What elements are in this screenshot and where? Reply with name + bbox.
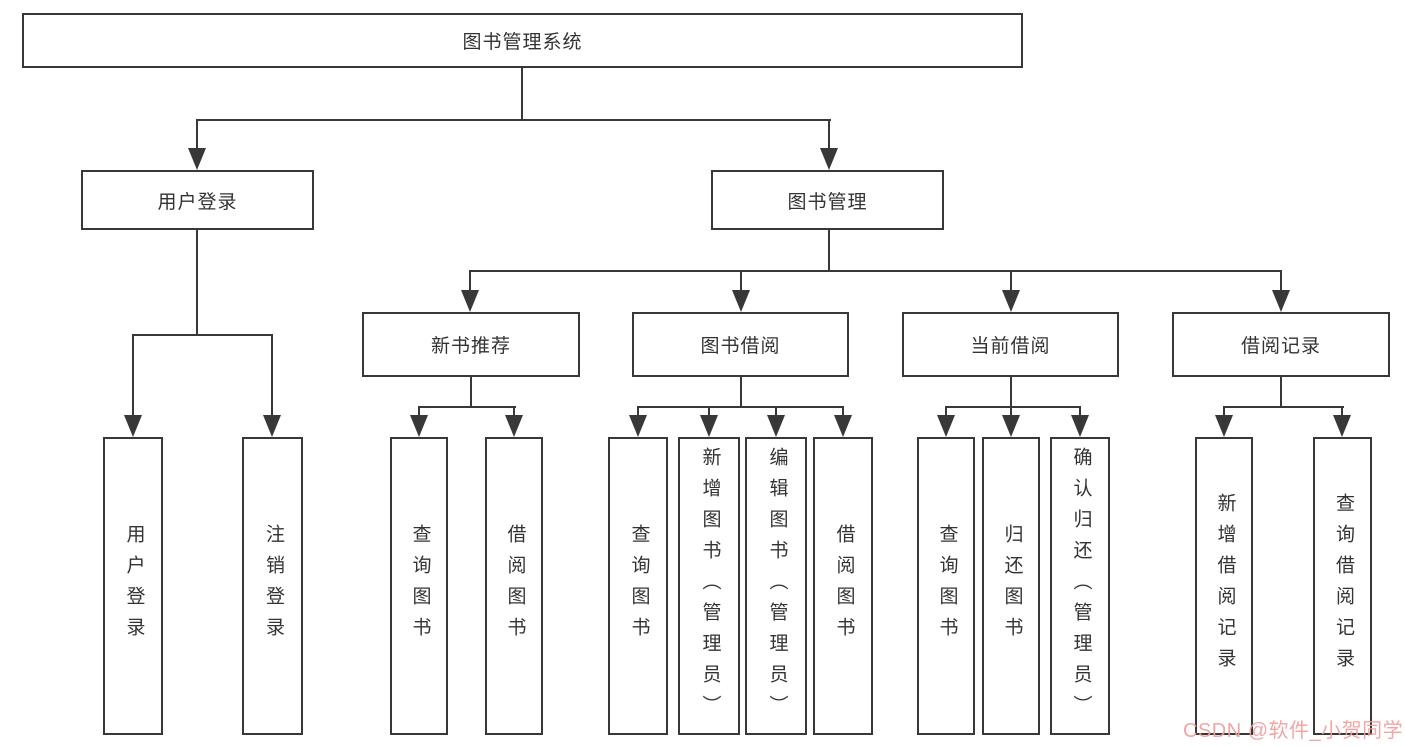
leaf-cur-query-books-label: 查询图书 — [936, 524, 958, 648]
connector-segment — [469, 270, 1282, 272]
arrowhead — [1071, 415, 1089, 437]
node-current-borrow-label: 当前借阅 — [970, 336, 1051, 357]
node-book-mgmt-label: 图书管理 — [787, 191, 868, 213]
leaf-cur-return-books-label: 归还图书 — [1001, 524, 1023, 648]
leaf-rec-query-books: 查询图书 — [390, 437, 448, 735]
leaf-cur-confirm-return-admin: 确认归还（管理员） — [1050, 437, 1110, 735]
arrowhead — [937, 415, 955, 437]
connector-segment — [132, 334, 134, 418]
leaf-bor-edit-books-admin-label: 编辑图书（管理员） — [766, 446, 788, 726]
connector-segment — [1280, 270, 1282, 292]
connector-segment — [828, 119, 830, 150]
connector-segment — [740, 270, 742, 292]
connector-segment — [418, 406, 420, 417]
connector-segment — [740, 377, 742, 408]
connector-segment — [513, 406, 515, 417]
leaf-rec-borrow-books: 借阅图书 — [485, 437, 543, 735]
node-new-book-rec: 新书推荐 — [362, 312, 580, 377]
arrowhead — [1272, 290, 1290, 312]
connector-segment — [196, 119, 198, 150]
arrowhead — [124, 415, 142, 437]
connector-segment — [1010, 406, 1012, 417]
leaf-bor-query-books-label: 查询图书 — [628, 524, 650, 648]
connector-segment — [1010, 270, 1012, 292]
leaf-record-query-label: 查询借阅记录 — [1332, 493, 1354, 679]
arrowhead — [732, 290, 750, 312]
leaf-bor-borrow-books: 借阅图书 — [813, 437, 873, 735]
leaf-record-add-label: 新增借阅记录 — [1214, 493, 1236, 679]
connector-segment — [775, 406, 777, 417]
connector-segment — [828, 230, 830, 272]
node-book-borrow-label: 图书借阅 — [700, 336, 781, 357]
leaf-bor-edit-books-admin: 编辑图书（管理员） — [745, 437, 807, 735]
connector-segment — [470, 377, 472, 408]
arrowhead — [461, 290, 479, 312]
connector-segment — [842, 406, 844, 417]
connector-segment — [521, 67, 523, 120]
connector-segment — [469, 270, 471, 292]
connector-segment — [708, 406, 710, 417]
connector-segment — [132, 334, 273, 336]
arrowhead — [1002, 415, 1020, 437]
node-book-mgmt: 图书管理 — [711, 170, 944, 230]
connector-segment — [271, 334, 273, 418]
connector-segment — [418, 406, 516, 408]
leaf-bor-borrow-books-label: 借阅图书 — [833, 524, 855, 648]
leaf-record-query: 查询借阅记录 — [1313, 437, 1372, 735]
leaf-cur-query-books: 查询图书 — [917, 437, 975, 735]
node-borrow-record-label: 借阅记录 — [1240, 336, 1321, 357]
leaf-bor-add-books-admin: 新增图书（管理员） — [678, 437, 740, 735]
node-book-borrow: 图书借阅 — [632, 312, 849, 377]
leaf-record-add: 新增借阅记录 — [1195, 437, 1253, 735]
arrowhead — [263, 415, 281, 437]
leaf-user-login: 用户登录 — [103, 437, 163, 735]
connector-segment — [1010, 377, 1012, 408]
leaf-logout-label: 注销登录 — [262, 524, 284, 648]
leaf-cur-confirm-return-admin-label: 确认归还（管理员） — [1070, 446, 1092, 726]
connector-segment — [1280, 377, 1282, 408]
connector-segment — [196, 230, 198, 336]
leaf-logout: 注销登录 — [242, 437, 303, 735]
arrowhead — [1215, 415, 1233, 437]
arrowhead — [834, 415, 852, 437]
csdn-watermark: CSDN @软件_小贺同学 — [1183, 720, 1404, 742]
arrowhead — [1333, 415, 1351, 437]
arrowhead — [505, 415, 523, 437]
node-user-login-label: 用户登录 — [157, 191, 238, 213]
connector-segment — [945, 406, 1081, 408]
node-borrow-record: 借阅记录 — [1172, 312, 1390, 377]
connector-segment — [1079, 406, 1081, 417]
node-new-book-rec-label: 新书推荐 — [430, 336, 511, 357]
arrowhead — [767, 415, 785, 437]
connector-segment — [1223, 406, 1344, 408]
arrowhead — [629, 415, 647, 437]
arrowhead — [820, 148, 838, 170]
leaf-rec-query-books-label: 查询图书 — [409, 524, 431, 648]
leaf-cur-return-books: 归还图书 — [982, 437, 1040, 735]
leaf-user-login-label: 用户登录 — [123, 524, 145, 648]
connector-segment — [1341, 406, 1343, 417]
leaf-bor-query-books: 查询图书 — [608, 437, 668, 735]
connector-segment — [196, 119, 831, 121]
node-user-login: 用户登录 — [81, 170, 314, 230]
node-root: 图书管理系统 — [22, 13, 1023, 68]
connector-segment — [1223, 406, 1225, 417]
arrowhead — [188, 148, 206, 170]
arrowhead — [1002, 290, 1020, 312]
node-current-borrow: 当前借阅 — [902, 312, 1119, 377]
connector-segment — [637, 406, 639, 417]
connector-segment — [637, 406, 844, 408]
arrowhead — [700, 415, 718, 437]
leaf-rec-borrow-books-label: 借阅图书 — [504, 524, 526, 648]
node-root-label: 图书管理系统 — [462, 32, 583, 53]
arrowhead — [410, 415, 428, 437]
leaf-bor-add-books-admin-label: 新增图书（管理员） — [699, 446, 721, 726]
connector-segment — [945, 406, 947, 417]
